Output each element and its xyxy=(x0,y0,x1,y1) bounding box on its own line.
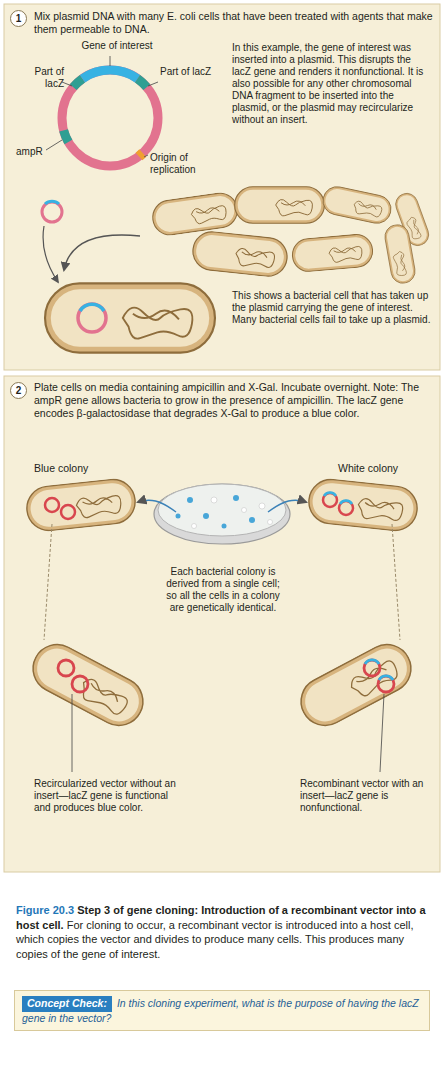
colony-label: Blue colony xyxy=(34,462,134,475)
note-text: In this example, the gene of interest wa… xyxy=(232,42,432,126)
note-text: Recircularized vector without an insert—… xyxy=(34,778,184,814)
figure-number: Figure 20.3 xyxy=(16,904,74,916)
note-text: Recombinant vector with an insert—lacZ g… xyxy=(300,778,434,814)
part-label: Part of lacZ xyxy=(16,66,64,90)
step-number: 2 xyxy=(10,382,27,399)
step-text: Mix plasmid DNA with many E. coli cells … xyxy=(34,10,434,36)
note-text: Each bacterial colony is derived from a … xyxy=(160,566,286,614)
colony-label: White colony xyxy=(338,462,438,475)
step-number: 1 xyxy=(10,10,27,27)
part-label: Part of lacZ xyxy=(160,66,212,78)
note-text: This shows a bacterial cell that has tak… xyxy=(232,290,432,326)
part-label: Origin of replication xyxy=(150,152,225,176)
caption-text: For cloning to occur, a recombinant vect… xyxy=(16,919,413,960)
concept-check-box: Concept Check:In this cloning experiment… xyxy=(14,990,430,1031)
figure-caption: Figure 20.3Step 3 of gene cloning: Intro… xyxy=(16,903,428,961)
concept-check-tag: Concept Check: xyxy=(22,996,112,1012)
part-label: Gene of interest xyxy=(72,40,162,52)
step-text: Plate cells on media containing ampicill… xyxy=(34,381,434,419)
part-label: ampR xyxy=(16,146,46,158)
